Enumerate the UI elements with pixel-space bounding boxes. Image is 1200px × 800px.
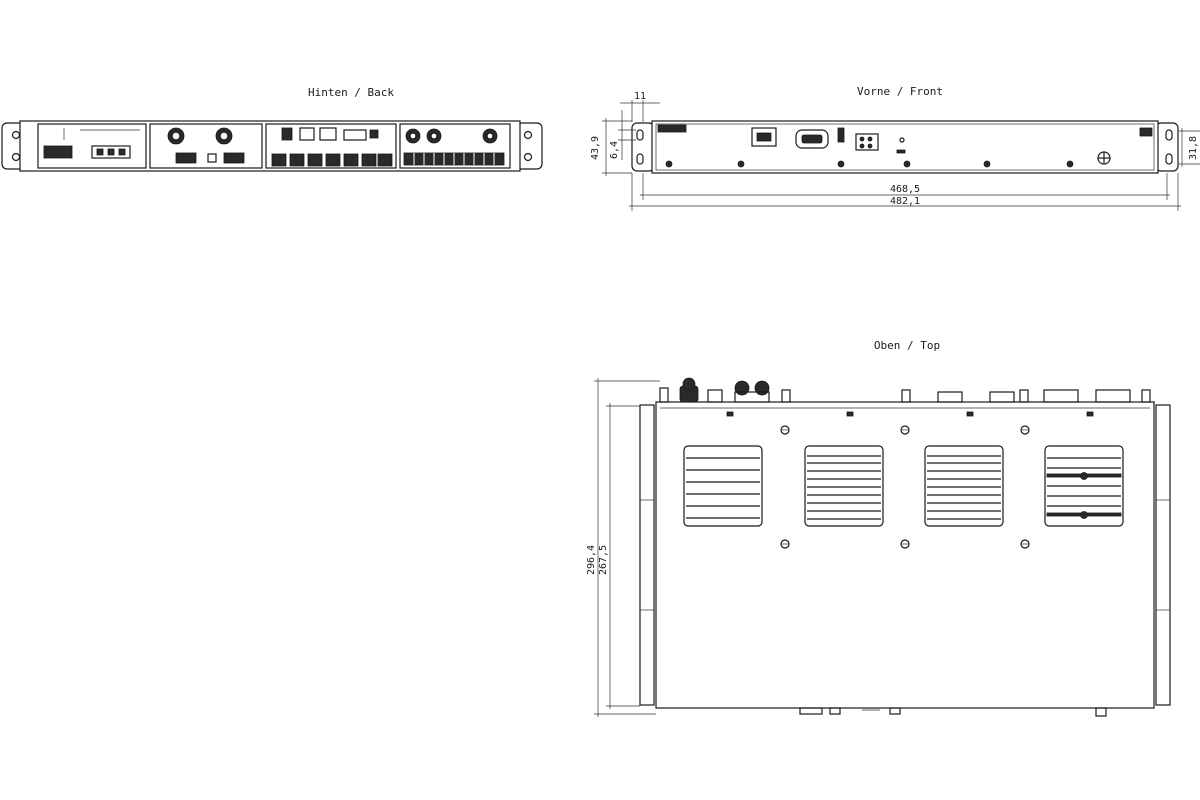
dim-inner-width: 468,5 [890,184,920,195]
top-left-flange [639,404,655,706]
dim-ear-width: 11 [634,91,646,102]
front-vga-port [795,129,829,149]
front-status-leds [855,133,879,151]
back-module-4 [399,123,511,169]
dim-right-height: 31,8 [1188,136,1199,160]
vent-grille-1 [683,445,763,527]
dim-ear-hole: 6,4 [609,141,620,159]
dim-depth-total: 296,4 [586,545,597,575]
vent-grille-4 [1044,445,1124,527]
back-module-2 [149,123,263,169]
front-view-label: Vorne / Front [857,85,943,98]
vent-grille-2 [804,445,884,527]
front-label-plate [657,124,687,133]
top-right-flange [1155,404,1171,706]
dim-total-height: 43,9 [590,136,601,160]
top-screws [780,425,1030,549]
dim-total-width: 482,1 [890,196,920,207]
dim-depth-body: 267,5 [598,545,609,575]
back-view-label: Hinten / Back [308,86,394,99]
back-module-3 [265,123,397,169]
back-power-module [37,123,147,169]
top-view-label: Oben / Top [874,339,940,352]
top-chassis [655,401,1155,709]
front-view: Vorne / Front [590,85,1200,211]
front-usb-port [751,127,777,147]
vent-grille-3 [924,445,1004,527]
back-view: Hinten / Back [1,86,543,172]
top-view: Oben / Top [586,339,1171,717]
